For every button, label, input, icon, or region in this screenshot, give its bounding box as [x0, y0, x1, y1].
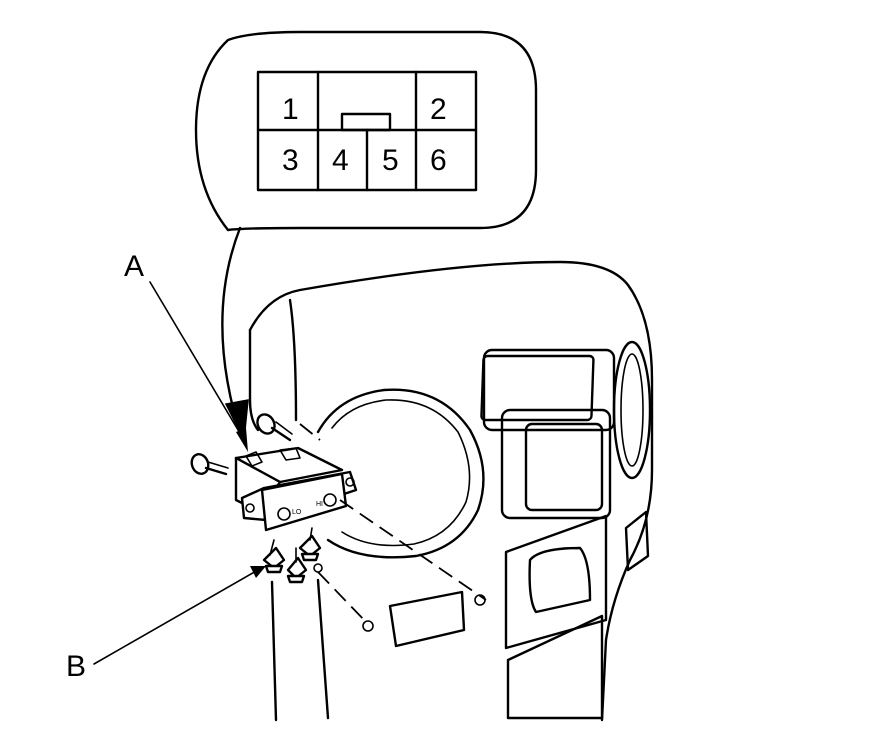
callout-a-label: A	[124, 250, 144, 283]
connector-detail-bubble: 1 2 3 4 5 6	[194, 30, 538, 232]
switch-indicator-left	[277, 507, 291, 521]
switch-hi-label: HI	[316, 501, 323, 508]
connector-lock-tab	[340, 112, 392, 132]
upper-screw	[256, 413, 293, 442]
callout-a: A	[124, 250, 248, 452]
gauge-opening	[316, 388, 485, 559]
clip-center	[286, 556, 308, 584]
lower-bezel	[504, 514, 608, 650]
pin-3-label: 3	[282, 144, 299, 177]
panel-outer-contour	[248, 260, 654, 722]
dashboard-panel	[248, 260, 654, 722]
defroster-switch-assembly: LO HI	[234, 446, 358, 532]
clip-right	[298, 534, 322, 562]
bubble-outline	[194, 30, 538, 232]
connector-pointer-arrow	[221, 226, 249, 443]
callout-b-label: B	[66, 650, 86, 683]
alignment-lines	[269, 423, 487, 623]
switch-indicator-right	[323, 493, 337, 507]
panel-screw-holes	[313, 563, 486, 632]
pin-6-label: 6	[430, 144, 447, 177]
callout-b: B	[66, 566, 266, 683]
bottom-bezel	[506, 614, 604, 720]
pin-5-label: 5	[382, 144, 399, 177]
left-screw	[190, 453, 229, 476]
switch-face	[260, 472, 348, 532]
side-button	[624, 510, 650, 572]
side-round-vent	[612, 340, 652, 480]
clip-left	[262, 546, 286, 574]
switch-lo-label: LO	[292, 509, 302, 516]
pin-4-label: 4	[332, 144, 349, 177]
pin-1-label: 1	[282, 93, 299, 126]
switch-mount-opening	[388, 590, 466, 648]
pin-2-label: 2	[430, 93, 447, 126]
middle-display	[500, 408, 612, 520]
